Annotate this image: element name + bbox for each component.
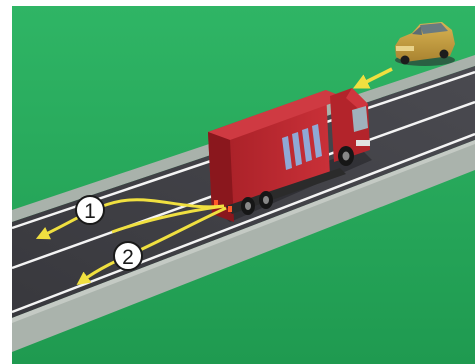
truck-stripe-2 [292, 132, 302, 166]
path-1-label: 1 [84, 200, 96, 223]
truck-stripe-3 [302, 128, 312, 162]
near-sidewalk-curb [12, 140, 475, 323]
truck-stripe-1 [282, 136, 292, 170]
path-2-label: 2 [122, 246, 134, 269]
truck-stripe-4 [312, 124, 322, 158]
car-direction-arrow [352, 67, 393, 89]
car [395, 22, 455, 66]
path-2-badge: 2 [113, 241, 143, 271]
truck [208, 88, 372, 222]
near-sidewalk [12, 140, 475, 352]
path-1-badge: 1 [75, 195, 105, 225]
path-1-line [35, 198, 225, 240]
path-1-branch [111, 204, 225, 234]
